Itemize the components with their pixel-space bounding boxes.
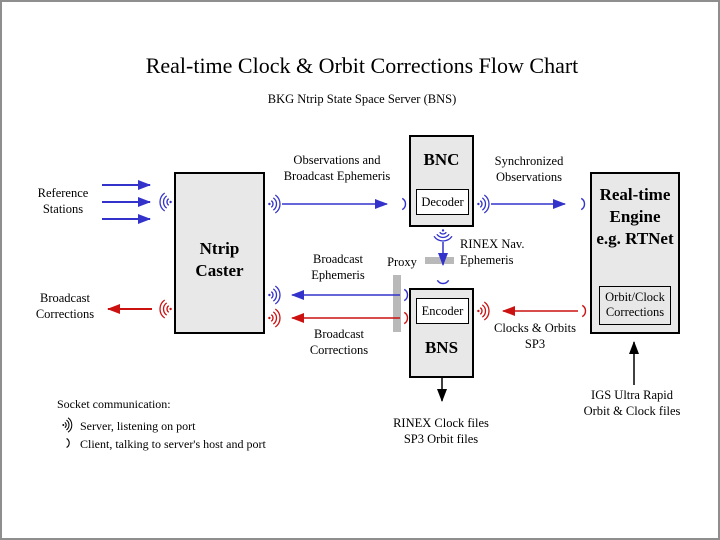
- broadcast-corrections-left-label: Broadcast Corrections: [35, 291, 95, 321]
- server-socket-icon: [159, 299, 173, 319]
- realtime-engine-box: Real-time Engine e.g. RTNet Orbit/Clock …: [590, 172, 680, 334]
- ntrip-caster-label: Ntrip: [199, 239, 240, 258]
- igs-label: IGS Ultra Rapid Orbit & Clock files: [583, 388, 681, 418]
- reference-station-arrows: [102, 180, 151, 224]
- bnc-box: BNC Decoder: [409, 135, 474, 227]
- client-socket-icon: [580, 197, 586, 211]
- engine-label: Engine: [609, 207, 661, 226]
- page-subtitle: BKG Ntrip State Space Server (BNS): [267, 92, 457, 106]
- encoder-box: Encoder: [416, 298, 469, 324]
- proxy-bar-vertical: [393, 275, 401, 332]
- legend-client-icon: [66, 437, 70, 449]
- server-socket-icon: [433, 228, 453, 242]
- client-socket-icon: [581, 304, 587, 318]
- server-socket-icon: [476, 301, 490, 321]
- rinex-nav-label: RINEX Nav. Ephemeris: [460, 237, 525, 267]
- server-socket-icon: [267, 194, 281, 214]
- broadcast-corrections-mid-label: Broadcast Corrections: [309, 327, 369, 357]
- orbit-clock-corrections-box: Orbit/Clock Corrections: [599, 286, 671, 325]
- client-socket-icon: [403, 288, 409, 302]
- ntrip-caster-box: Ntrip Caster: [174, 172, 265, 334]
- decoder-box: Decoder: [416, 189, 469, 215]
- client-socket-icon: [403, 311, 409, 325]
- client-socket-icon: [436, 279, 450, 285]
- broadcast-ephemeris-label: Broadcast Ephemeris: [311, 252, 365, 282]
- bnc-label: BNC: [423, 150, 460, 169]
- page-title: Real-time Clock & Orbit Corrections Flow…: [145, 53, 579, 78]
- bns-label: BNS: [424, 338, 459, 357]
- legend-server-text: Server, listening on port: [80, 419, 196, 433]
- server-socket-icon: [267, 308, 281, 328]
- server-socket-icon: [159, 192, 173, 212]
- clocks-orbits-label: Clocks & Orbits SP3: [494, 321, 576, 351]
- ntrip-caster-label: Caster: [195, 261, 244, 280]
- engine-label: e.g. RTNet: [596, 229, 674, 248]
- engine-label: Real-time: [599, 185, 671, 204]
- legend-client-text: Client, talking to server's host and por…: [80, 437, 266, 451]
- client-socket-icon: [401, 197, 407, 211]
- legend-server-icon: [61, 417, 73, 433]
- synchronized-observations-label: Synchronized Observations: [494, 154, 564, 184]
- rinex-files-label: RINEX Clock files SP3 Orbit files: [393, 416, 489, 446]
- bns-box: Encoder BNS: [409, 288, 474, 378]
- observations-label: Observations and Broadcast Ephemeris: [283, 153, 391, 183]
- proxy-bar-horizontal: [425, 257, 454, 264]
- proxy-label: Proxy: [387, 255, 417, 269]
- server-socket-icon: [476, 194, 490, 214]
- reference-stations-label: Reference Stations: [37, 186, 89, 216]
- server-socket-icon: [267, 285, 281, 305]
- legend-title: Socket communication:: [57, 397, 171, 411]
